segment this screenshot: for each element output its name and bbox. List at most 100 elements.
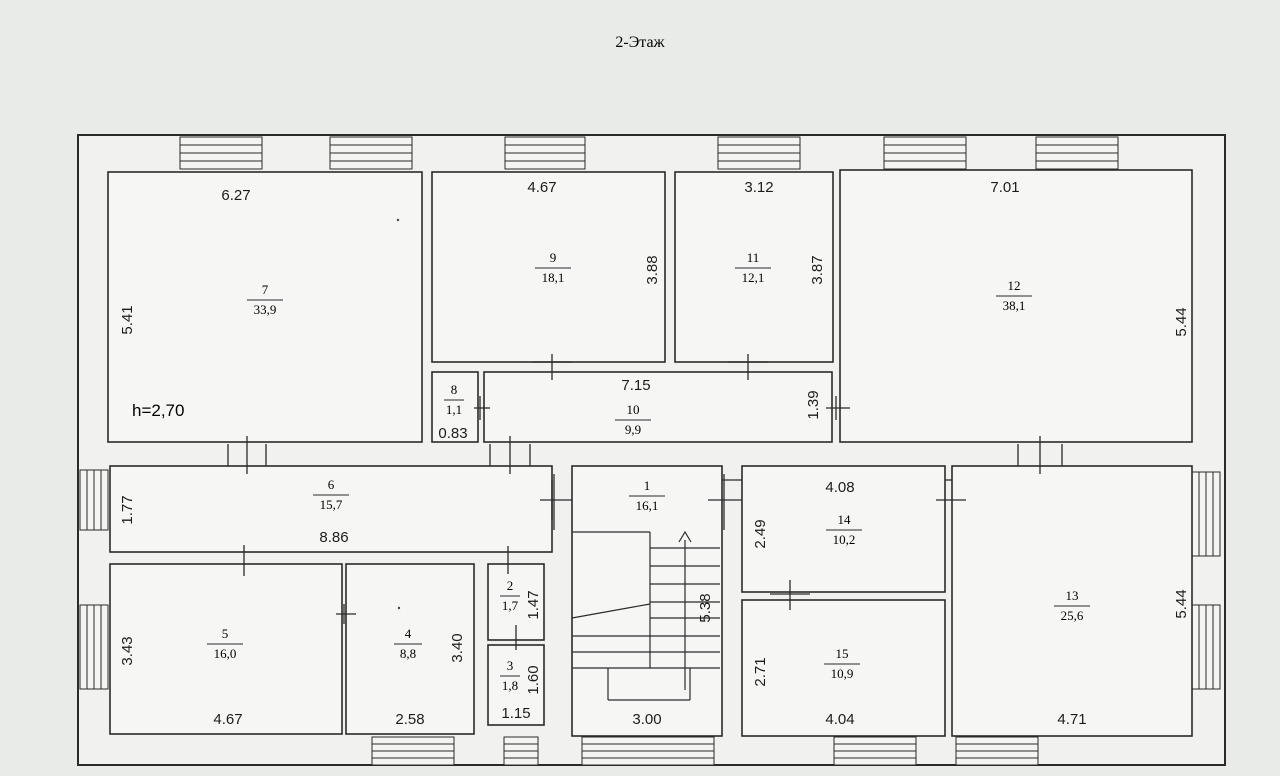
staircase: [571, 530, 720, 701]
room-2-label: 2 1,7: [500, 578, 520, 613]
room-14-outline: [741, 465, 946, 593]
dim-room-15-height: 2.71: [752, 657, 769, 686]
room-4-label: 4 8,8: [394, 626, 422, 661]
room-8-area: 1,1: [446, 402, 462, 417]
dim-room-10-height: 1.39: [805, 390, 822, 419]
room-15-area: 10,9: [831, 666, 854, 681]
windows-left: [79, 469, 109, 690]
room-13-number: 13: [1066, 588, 1079, 603]
windows-top: [179, 136, 1119, 170]
room-7-outline: [107, 171, 423, 443]
room-5-number: 5: [222, 626, 229, 641]
door-markers: [227, 354, 1063, 650]
room-1-number: 1: [644, 478, 651, 493]
room-1-outline: [571, 465, 723, 737]
room-6-outline: [109, 465, 553, 553]
room-12-label: 12 38,1: [996, 278, 1032, 313]
ceiling-height-note: h=2,70: [132, 401, 184, 420]
room-6-area: 15,7: [320, 497, 343, 512]
dim-room-11-width: 3.12: [744, 179, 773, 196]
dim-room-3-width: 1.15: [501, 705, 530, 722]
room-15-label: 15 10,9: [824, 646, 860, 681]
room-9-outline: [431, 171, 666, 363]
room-10-number: 10: [627, 402, 640, 417]
windows-right: [1191, 471, 1221, 690]
room-8-label: 8 1,1: [444, 382, 464, 417]
room-10-area: 9,9: [625, 422, 641, 437]
room-14-label: 14 10,2: [826, 512, 862, 547]
dim-room-2-height: 1.47: [525, 590, 542, 619]
dim-room-7-width: 6.27: [221, 187, 250, 204]
room-10-outline: [483, 371, 833, 443]
room-labels: 7 33,9 9 18,1 11 12,1 12 38,1 8 1,1 10 9…: [207, 250, 1090, 693]
room-6-label: 6 15,7: [313, 477, 349, 512]
room-11-area: 12,1: [742, 270, 765, 285]
dim-room-4-height: 3.40: [449, 633, 466, 662]
dim-room-6-height: 1.77: [119, 495, 136, 524]
room-7-area: 33,9: [254, 302, 277, 317]
room-11-number: 11: [747, 250, 760, 265]
dim-room-1-height: 5.38: [697, 593, 714, 622]
room-12-area: 38,1: [1003, 298, 1026, 313]
room-4-area: 8,8: [400, 646, 416, 661]
room-5-label: 5 16,0: [207, 626, 243, 661]
room-12-number: 12: [1008, 278, 1021, 293]
room-15-number: 15: [836, 646, 849, 661]
dim-room-9-height: 3.88: [644, 255, 661, 284]
dim-room-11-height: 3.87: [809, 255, 826, 284]
dim-room-5-height: 3.43: [119, 636, 136, 665]
dim-room-15-width: 4.04: [825, 711, 854, 728]
room-11-label: 11 12,1: [735, 250, 771, 285]
dim-room-8-width: 0.83: [438, 425, 467, 442]
room-outlines: [107, 169, 1193, 737]
room-3-area: 1,8: [502, 678, 518, 693]
room-9-label: 9 18,1: [535, 250, 571, 285]
dim-room-14-width: 4.08: [825, 479, 854, 496]
dim-room-6-width: 8.86: [319, 529, 348, 546]
room-9-area: 18,1: [542, 270, 565, 285]
room-8-outline: [431, 371, 479, 443]
dim-room-13-width: 4.71: [1057, 711, 1086, 728]
dim-room-13-height: 5.44: [1173, 589, 1190, 618]
room-2-number: 2: [507, 578, 514, 593]
marker-dot: [396, 218, 400, 222]
dim-room-1-width: 3.00: [632, 711, 661, 728]
room-13-outline: [951, 465, 1193, 737]
dim-room-5-width: 4.67: [213, 711, 242, 728]
room-5-area: 16,0: [214, 646, 237, 661]
room-7-number: 7: [262, 282, 269, 297]
dim-room-7-height: 5.41: [119, 305, 136, 334]
room-5-outline: [109, 563, 343, 735]
dim-room-10-width: 7.15: [621, 377, 650, 394]
room-11-outline: [674, 171, 834, 363]
dim-room-12-height: 5.44: [1173, 307, 1190, 336]
floor-title: 2-Этаж: [615, 34, 665, 51]
dim-room-3-height: 1.60: [525, 665, 542, 694]
room-6-number: 6: [328, 477, 335, 492]
room-4-number: 4: [405, 626, 412, 641]
room-12-outline: [839, 169, 1193, 443]
marker-dot: [397, 606, 401, 610]
room-3-label: 3 1,8: [500, 658, 520, 693]
dim-room-4-width: 2.58: [395, 711, 424, 728]
dimension-labels: 6.27 5.41 4.67 3.88 3.12 3.87 7.01 5.44 …: [119, 179, 1190, 728]
dim-room-12-width: 7.01: [990, 179, 1019, 196]
room-2-area: 1,7: [502, 598, 519, 613]
room-4-outline: [345, 563, 475, 735]
room-13-label: 13 25,6: [1054, 588, 1090, 623]
room-1-label: 1 16,1: [629, 478, 665, 513]
room-14-number: 14: [838, 512, 852, 527]
room-10-label: 10 9,9: [615, 402, 651, 437]
room-3-number: 3: [507, 658, 514, 673]
room-8-number: 8: [451, 382, 458, 397]
room-13-area: 25,6: [1061, 608, 1084, 623]
room-14-area: 10,2: [833, 532, 856, 547]
room-15-outline: [741, 599, 946, 737]
room-1-area: 16,1: [636, 498, 659, 513]
dim-room-9-width: 4.67: [527, 179, 556, 196]
room-7-label: 7 33,9: [247, 282, 283, 317]
dim-room-14-height: 2.49: [752, 519, 769, 548]
room-9-number: 9: [550, 250, 557, 265]
windows-bottom: [371, 736, 1039, 766]
